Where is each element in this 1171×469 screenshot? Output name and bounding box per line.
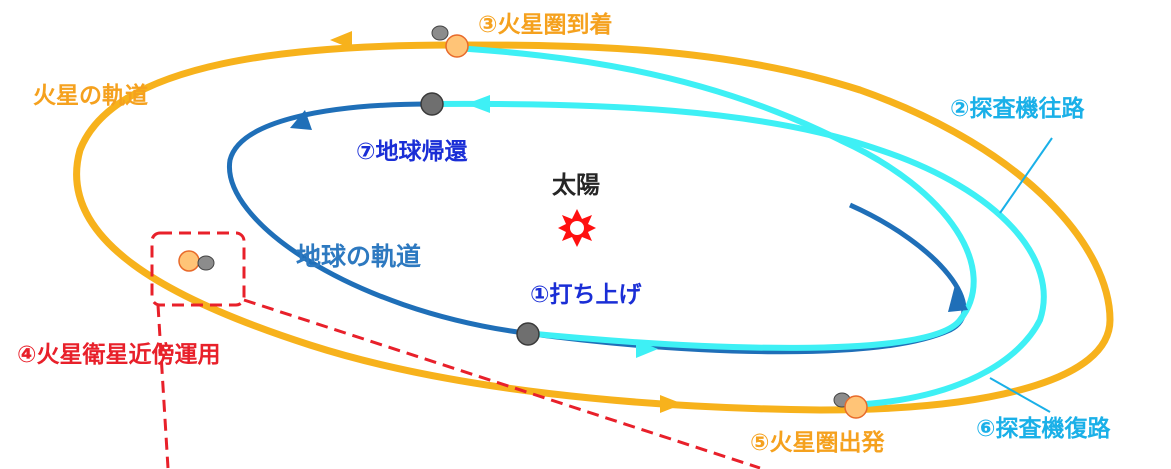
outbound-trajectory (454, 45, 977, 351)
return-arrow (466, 95, 490, 113)
sun-icon (558, 209, 596, 247)
earth-arrival-arrow (948, 285, 968, 312)
zoom-line-left (156, 304, 170, 469)
step3-label: ③火星圏到着 (478, 12, 613, 38)
outbound-arrow (636, 340, 658, 358)
mars-icon (178, 250, 200, 272)
mars-orbit (73, 41, 1114, 414)
return-trajectory (429, 100, 1047, 408)
step2-label: ②探査機往路 (950, 96, 1085, 122)
earth-icon (420, 92, 444, 116)
sun-label: 太陽 (552, 171, 600, 199)
mars-orbit-arrow-top (330, 31, 352, 49)
leader-line-return (989, 377, 1051, 413)
earth-orbit-label: 地球の軌道 (296, 242, 422, 271)
mars-icon (445, 34, 469, 58)
mars-orbit-label: 火星の軌道 (33, 83, 148, 109)
leader-line-outbound (999, 137, 1053, 214)
moon-icon (197, 255, 215, 271)
mars-arrival-icon (431, 25, 469, 58)
earth-icon (516, 322, 540, 346)
mars-icon (844, 395, 868, 419)
step1-label: ①打ち上げ (530, 282, 642, 308)
step6-label: ⑥探査機復路 (976, 416, 1111, 442)
earth-orbit-arrow (290, 110, 312, 130)
step7-label: ⑦地球帰還 (356, 139, 468, 165)
zoom-line-right (243, 298, 761, 469)
mars-departure-icon (833, 392, 868, 419)
zoom-box (150, 231, 246, 307)
mars-moon-proximity-icon (178, 250, 215, 272)
step5-label: ⑤火星圏出発 (750, 430, 885, 456)
moon-icon (431, 25, 449, 41)
step4-label: ④火星衛星近傍運用 (17, 342, 221, 368)
mars-orbit-arrow-bottom (660, 395, 683, 413)
